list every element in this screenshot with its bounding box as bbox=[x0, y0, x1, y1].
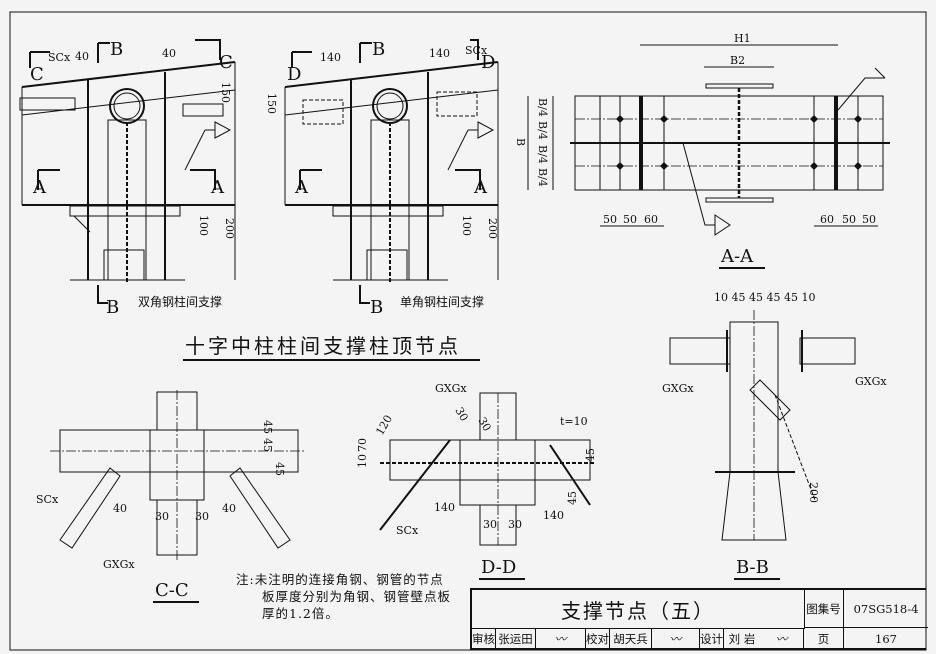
dim-label: 150 bbox=[265, 93, 278, 114]
brace-label: SCx bbox=[48, 51, 71, 64]
dim-label: 200 bbox=[807, 482, 820, 503]
dim-label: 30 bbox=[475, 415, 493, 434]
dim-label: 40 bbox=[162, 47, 176, 60]
designer-signature: 〰 bbox=[760, 628, 804, 650]
dim-label: 40 bbox=[222, 502, 236, 515]
brace-label: SCx bbox=[396, 524, 419, 537]
title-block: 支撑节点（五） 图集号 07SG518-4 审核 张运田 〰 校对 胡天兵 〰 … bbox=[470, 588, 928, 650]
section-title: B-B bbox=[736, 557, 769, 578]
dim-label: 200 bbox=[223, 218, 236, 239]
section-mark-c: C bbox=[219, 52, 233, 73]
atlas-label: 图集号 bbox=[804, 590, 844, 628]
dim-label: 45 bbox=[566, 491, 579, 505]
section-dd: GXGx 120 30 30 t=10 10 70 140 SCx 30 30 … bbox=[356, 382, 597, 580]
dim-label: 120 bbox=[373, 413, 395, 438]
section-title: C-C bbox=[155, 580, 189, 601]
dim-label: 100 bbox=[197, 215, 210, 236]
section-bb: 10 45 45 45 45 10 GXGx GXGx 200 B-B bbox=[662, 291, 887, 580]
dim-label: 50 bbox=[603, 213, 617, 226]
section-title: D-D bbox=[481, 557, 516, 578]
detail-caption: 双角钢柱间支撑 bbox=[138, 294, 222, 309]
dim-label: 140 bbox=[543, 509, 564, 522]
checker-signature: 〰 bbox=[652, 628, 700, 650]
atlas-number: 07SG518-4 bbox=[844, 590, 928, 628]
member-label: GXGx bbox=[435, 382, 467, 395]
section-mark-d: D bbox=[287, 64, 301, 85]
dim-label: H1 bbox=[734, 32, 751, 45]
note-line: 未注明的连接角钢、钢管的节点 bbox=[254, 572, 444, 587]
dim-label: 45 bbox=[584, 448, 597, 462]
detail-single-angle: D D B B A A 140 140 SCx 150 100 200 单角钢柱… bbox=[265, 39, 499, 318]
section-title: A-A bbox=[720, 246, 754, 267]
note-line: 板厚度分别为角钢、钢管壁点板 bbox=[262, 589, 452, 604]
member-label: GXGx bbox=[662, 382, 694, 395]
section-cc: SCx GXGx 45 45 45 40 30 30 40 C-C bbox=[36, 390, 305, 603]
drawing-title: 支撑节点（五） bbox=[472, 590, 805, 629]
dim-label: 40 bbox=[75, 50, 89, 63]
member-label: GXGx bbox=[103, 558, 135, 571]
checker-name: 胡天兵 bbox=[610, 628, 652, 650]
page-label: 页 bbox=[804, 628, 844, 650]
detail-double-angle: C C B B A A SCx 40 40 150 100 200 双角钢柱间支… bbox=[19, 39, 236, 318]
dim-label: 10 bbox=[356, 454, 369, 468]
dim-label: 140 bbox=[320, 51, 341, 64]
section-aa: H1 B2 B B/4 B/4 B/4 B/4 50 50 60 60 50 5… bbox=[514, 32, 890, 269]
dim-label: 30 bbox=[155, 510, 169, 523]
reviewer-signature: 〰 bbox=[536, 628, 586, 650]
brace-label: SCx bbox=[36, 493, 59, 506]
note-prefix: 注: bbox=[236, 572, 255, 587]
dim-label: B bbox=[514, 138, 527, 146]
section-mark-b: B bbox=[106, 297, 119, 318]
page-number: 167 bbox=[875, 632, 897, 646]
section-mark-b: B bbox=[372, 39, 385, 60]
dim-label: B/4 bbox=[536, 121, 549, 140]
dim-label: B/4 bbox=[536, 168, 549, 187]
dim-label: 60 bbox=[644, 213, 658, 226]
review-label: 审核 bbox=[472, 628, 496, 650]
check-label: 校对 bbox=[586, 628, 610, 650]
brace-label: SCx bbox=[465, 44, 488, 57]
main-title: 十字中柱柱间支撑柱顶节点 bbox=[185, 334, 461, 358]
dim-label: 45 bbox=[261, 420, 274, 434]
detail-caption: 单角钢柱间支撑 bbox=[400, 294, 484, 309]
dim-label: 140 bbox=[434, 501, 455, 514]
dim-label: 30 bbox=[508, 518, 522, 531]
dim-label: 50 bbox=[842, 213, 856, 226]
dim-label: B2 bbox=[730, 54, 745, 67]
section-mark-d: D bbox=[481, 52, 495, 73]
section-mark-a: A bbox=[32, 177, 47, 198]
dim-label: 50 bbox=[862, 213, 876, 226]
section-mark-b: B bbox=[110, 39, 123, 60]
section-mark-c: C bbox=[30, 64, 44, 85]
member-label: GXGx bbox=[855, 375, 887, 388]
dim-label: 70 bbox=[356, 438, 369, 452]
dim-label: 40 bbox=[113, 502, 127, 515]
dim-label: 200 bbox=[486, 218, 499, 239]
reviewer-name: 张运田 bbox=[496, 628, 536, 650]
dim-label: 45 bbox=[261, 438, 274, 452]
dim-label: 150 bbox=[219, 82, 232, 103]
design-label: 设计 bbox=[700, 628, 724, 650]
drawing-note: 注:未注明的连接角钢、钢管的节点 板厚度分别为角钢、钢管壁点板 厚的1.2倍。 bbox=[236, 571, 451, 622]
dim-label: 30 bbox=[452, 405, 470, 424]
dim-label: 30 bbox=[195, 510, 209, 523]
dim-label: 10 45 45 45 45 10 bbox=[714, 291, 815, 304]
section-mark-b: B bbox=[370, 297, 383, 318]
sheet-frame bbox=[9, 11, 927, 651]
section-mark-a: A bbox=[210, 177, 225, 198]
dim-label: B/4 bbox=[536, 145, 549, 164]
dim-label: B/4 bbox=[536, 98, 549, 117]
note-line: 厚的1.2倍。 bbox=[262, 606, 339, 621]
dim-label: 30 bbox=[483, 518, 497, 531]
dim-label: 50 bbox=[623, 213, 637, 226]
dim-label: 100 bbox=[460, 215, 473, 236]
section-mark-a: A bbox=[294, 177, 309, 198]
dim-label: 60 bbox=[820, 213, 834, 226]
dim-label: 45 bbox=[273, 462, 286, 476]
dim-label: t=10 bbox=[560, 415, 588, 428]
dim-label: 140 bbox=[429, 47, 450, 60]
section-mark-a: A bbox=[473, 177, 488, 198]
designer-name: 刘 岩 bbox=[728, 632, 756, 646]
